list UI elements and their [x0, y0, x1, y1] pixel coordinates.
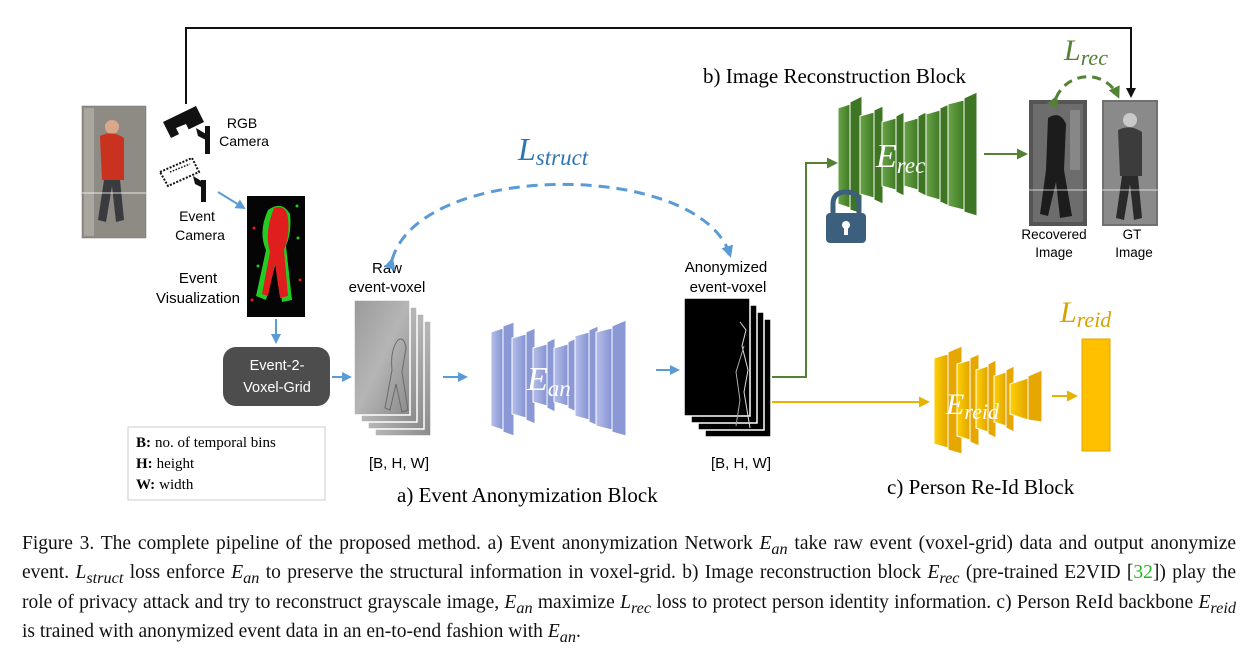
l-struct-dashed-arc: [383, 182, 733, 271]
bhw-left: [B, H, W]: [369, 455, 429, 472]
event-2-voxel-grid-box: [223, 347, 330, 406]
event-camera-label-2: Camera: [175, 227, 225, 243]
anonymized-event-voxel-stack: [683, 297, 772, 438]
legend-h: H:height: [136, 456, 195, 472]
gt-feedback-arrow: [185, 27, 1136, 104]
legend-w: W:width: [136, 477, 194, 493]
lock-icon: [826, 189, 866, 243]
gt-image: [1102, 100, 1158, 226]
event-visualization-label-2: Visualization: [156, 290, 240, 307]
l-rec-label: Lrec: [1063, 34, 1108, 70]
l-rec-dashed-arc: [1046, 75, 1120, 109]
bhw-right: [B, H, W]: [711, 455, 771, 472]
pipeline-diagram: RGB Camera Event Camera Event Visualizat…: [81, 27, 1158, 507]
e-rec-network: [837, 91, 978, 217]
event-camera-icon: [158, 156, 206, 202]
raw-event-voxel-stack: [353, 299, 432, 437]
voxel-grid-label-2: Voxel-Grid: [243, 380, 311, 396]
anonymization-block-title: a) Event Anonymization Block: [397, 483, 658, 507]
raw-voxel-label-1: Raw: [372, 260, 402, 277]
e-rec-label: Erec: [875, 138, 925, 178]
citation-link[interactable]: 32: [1133, 562, 1153, 584]
recovered-image: [1029, 100, 1087, 226]
rgb-photo: [81, 105, 147, 239]
l-reid-label: Lreid: [1059, 296, 1112, 332]
event-camera-label-1: Event: [179, 208, 215, 224]
rgb-camera-label-2: Camera: [219, 133, 269, 149]
l-struct-label: Lstruct: [517, 131, 589, 170]
anon-to-reconstruction-arrow: [772, 157, 838, 378]
e-reid-network: [933, 345, 1043, 455]
anon-voxel-label-2: event-voxel: [690, 279, 767, 296]
gt-label-2: Image: [1115, 245, 1153, 260]
gt-label-1: GT: [1123, 227, 1142, 242]
reid-output-feature: [1081, 338, 1111, 452]
rgb-camera-label-1: RGB: [227, 115, 257, 131]
e-an-network: [490, 319, 627, 437]
legend-box: [127, 426, 326, 501]
figure-caption: Figure 3. The complete pipeline of the p…: [22, 533, 1237, 647]
voxel-grid-label-1: Event-2-: [250, 358, 305, 374]
e-reid-label: Ereid: [945, 388, 1000, 424]
e-an-label: Ean: [526, 361, 571, 401]
raw-voxel-label-2: event-voxel: [349, 279, 426, 296]
reid-block-title: c) Person Re-Id Block: [887, 475, 1075, 499]
anon-voxel-label-1: Anonymized: [685, 259, 768, 276]
legend-b: B:no. of temporal bins: [136, 435, 276, 451]
rgb-camera-icon: [163, 106, 210, 154]
recovered-label-1: Recovered: [1021, 227, 1086, 242]
event-to-visualization-arrow: [217, 191, 246, 210]
recovered-label-2: Image: [1035, 245, 1073, 260]
event-visualization-image: [247, 196, 305, 317]
reconstruction-block-title: b) Image Reconstruction Block: [703, 64, 967, 88]
event-visualization-label-1: Event: [179, 270, 218, 287]
